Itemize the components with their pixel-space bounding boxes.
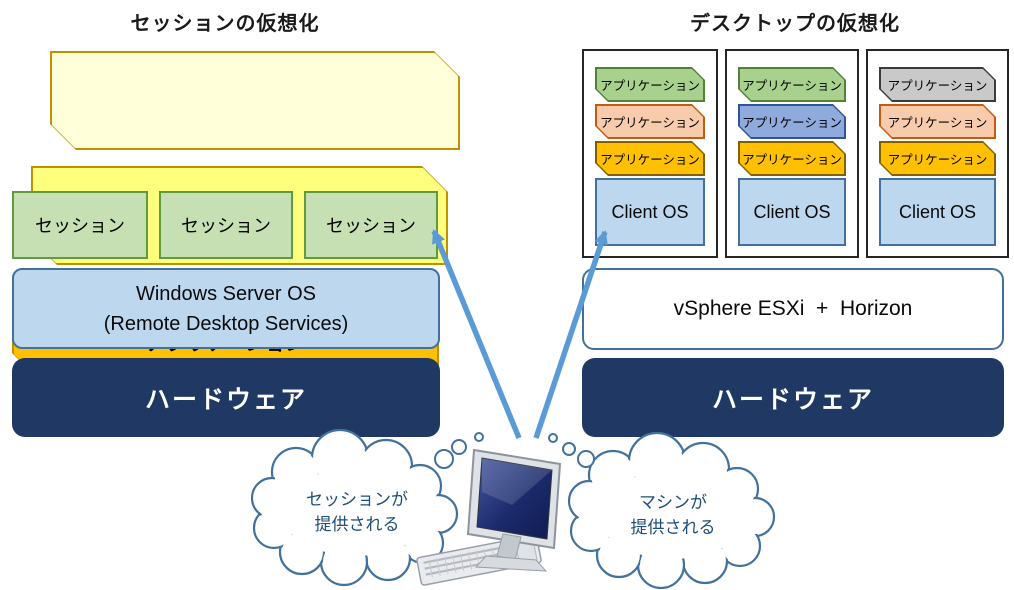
application-box-fill bbox=[597, 69, 703, 100]
hardware-box-left: ハードウェア bbox=[12, 358, 440, 437]
session-box: セッション bbox=[304, 191, 438, 259]
application-label: アプリケーション bbox=[887, 116, 988, 130]
thought-bubbles bbox=[434, 432, 595, 469]
application-box-fill bbox=[740, 143, 844, 174]
client-os-box: Client OS bbox=[879, 178, 996, 246]
application-label: アプリケーション bbox=[742, 153, 842, 167]
left-section-title: セッションの仮想化 bbox=[130, 12, 320, 35]
vm-column: アプリケーションアプリケーションアプリケーション Client OS bbox=[725, 49, 859, 258]
application-label: アプリケーション bbox=[600, 79, 700, 93]
windows-server-os-box: Windows Server OS (Remote Desktop Servic… bbox=[12, 268, 440, 349]
application-box-peach: アプリケーション bbox=[879, 104, 996, 139]
application-stack: アプリケーションアプリケーションアプリケーション bbox=[879, 67, 996, 176]
application-label: アプリケーション bbox=[887, 153, 988, 167]
application-box-gray: アプリケーション bbox=[879, 67, 996, 102]
application-box-fill bbox=[881, 106, 994, 137]
application-box-fill bbox=[740, 69, 844, 100]
banner-fill bbox=[52, 53, 458, 148]
client-os-label: Client OS bbox=[753, 201, 831, 222]
os-line2: (Remote Desktop Services) bbox=[103, 312, 349, 335]
keyboard-icon bbox=[416, 534, 542, 586]
application-label: アプリケーション bbox=[742, 79, 842, 93]
cloud-left-line2: 提供される bbox=[314, 515, 400, 534]
vm-column: アプリケーションアプリケーションアプリケーション Client OS bbox=[582, 49, 718, 258]
application-box-fill bbox=[597, 143, 703, 174]
application-box-gold: アプリケーション bbox=[595, 141, 705, 176]
application-label: アプリケーション bbox=[600, 153, 700, 167]
os-line1: Windows Server OS bbox=[135, 282, 317, 305]
application-box-gold: アプリケーション bbox=[738, 141, 846, 176]
application-box-fill bbox=[881, 69, 994, 100]
hypervisor-box: vSphere ESXi + Horizon bbox=[582, 268, 1004, 350]
right-section-title: デスクトップの仮想化 bbox=[690, 12, 900, 35]
application-box-blue: アプリケーション bbox=[738, 104, 846, 139]
application-stack: アプリケーションアプリケーションアプリケーション bbox=[738, 67, 846, 176]
vm-column: アプリケーションアプリケーションアプリケーション Client OS bbox=[866, 49, 1009, 258]
application-label: アプリケーション bbox=[887, 79, 988, 93]
client-os-box: Client OS bbox=[738, 178, 846, 246]
client-os-label: Client OS bbox=[611, 201, 689, 222]
application-box-gold: アプリケーション bbox=[879, 141, 996, 176]
application-label: アプリケーション bbox=[600, 116, 700, 130]
application-box-green: アプリケーション bbox=[738, 67, 846, 102]
cloud-right-line1: マシンが bbox=[639, 492, 707, 512]
cloud-left-line1: セッションが bbox=[306, 489, 408, 509]
client-os-label: Client OS bbox=[898, 201, 977, 222]
session-box: セッション bbox=[159, 191, 293, 259]
application-box-green: アプリケーション bbox=[595, 67, 705, 102]
session-box: セッション bbox=[12, 191, 148, 259]
application-box-fill bbox=[881, 143, 994, 174]
application-stack: アプリケーションアプリケーションアプリケーション bbox=[595, 67, 705, 176]
cloud-right-line2: 提供される bbox=[630, 518, 716, 537]
cloud-caption-left: セッションが 提供される bbox=[276, 486, 438, 538]
application-box-fill bbox=[597, 106, 703, 137]
hardware-box-right: ハードウェア bbox=[582, 358, 1004, 437]
application-box-fill bbox=[740, 106, 844, 137]
cloud-caption-right: マシンが 提供される bbox=[592, 489, 754, 541]
application-box-peach: アプリケーション bbox=[595, 104, 705, 139]
app-banner-back bbox=[50, 51, 460, 150]
client-os-box: Client OS bbox=[595, 178, 705, 246]
application-label: アプリケーション bbox=[742, 116, 842, 130]
